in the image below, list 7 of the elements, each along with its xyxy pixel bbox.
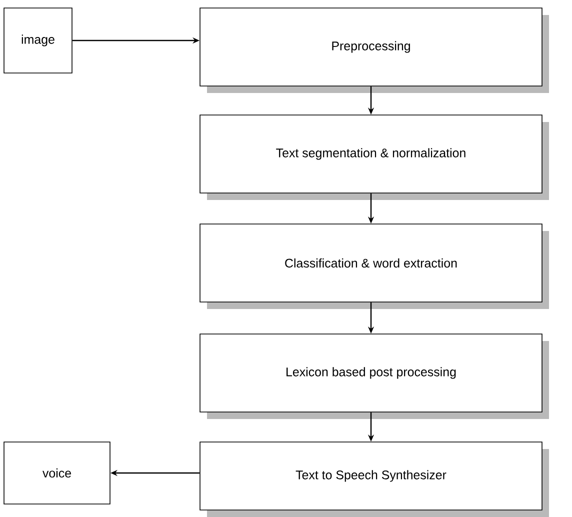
process-box: Classification & word extraction [200, 224, 549, 309]
terminal-box: image [4, 8, 72, 74]
process-box: Text to Speech Synthesizer [200, 442, 549, 517]
process-box: Text segmentation & normalization [200, 114, 549, 200]
process-box: Lexicon based post processing [200, 334, 549, 419]
terminal-box: voice [4, 442, 110, 504]
process-box: Preprocessing [200, 8, 549, 93]
